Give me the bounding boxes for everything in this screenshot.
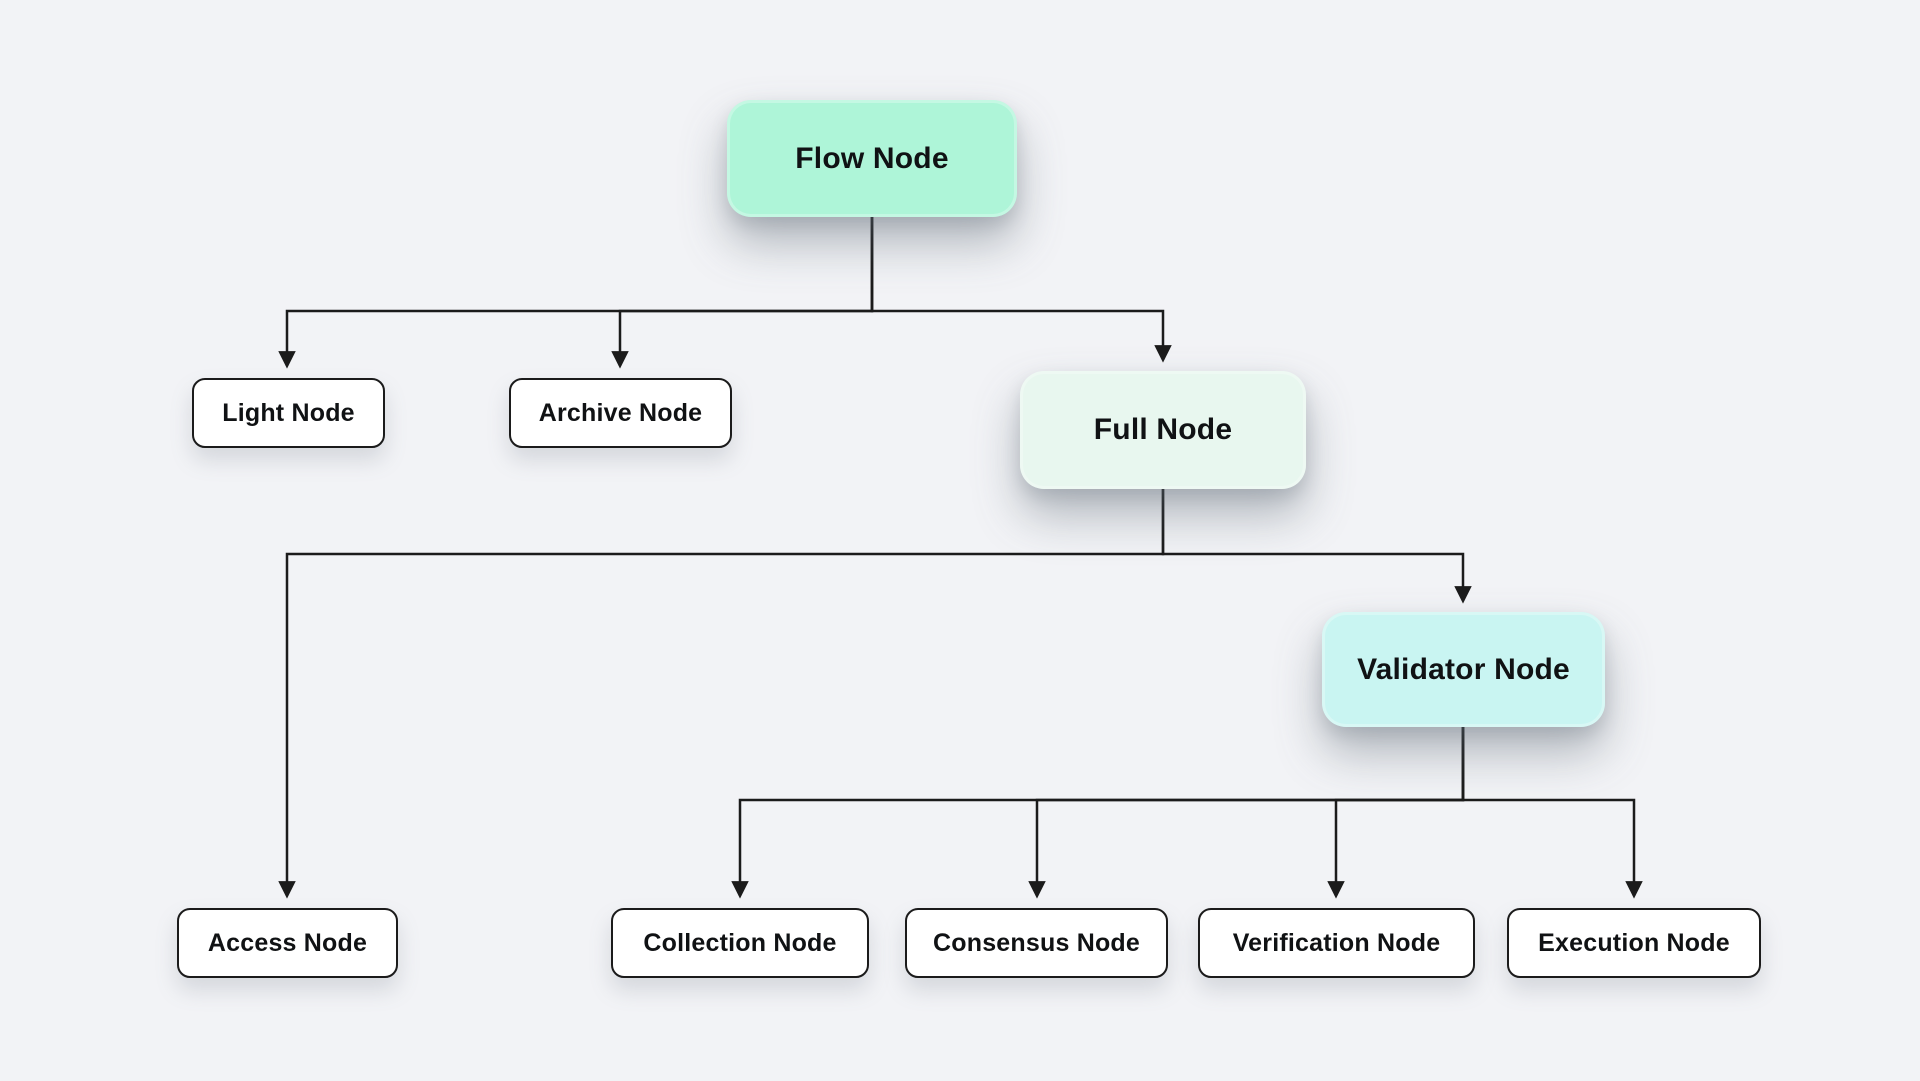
node-flow-label: Flow Node bbox=[795, 141, 949, 175]
node-consensus-label: Consensus Node bbox=[933, 928, 1140, 957]
edge-validator-execution bbox=[1461, 727, 1643, 899]
node-access-label: Access Node bbox=[207, 928, 368, 957]
node-flow: Flow Node bbox=[727, 100, 1017, 217]
node-light: Light Node bbox=[192, 378, 385, 448]
node-full: Full Node bbox=[1020, 371, 1306, 489]
edge-flow-archive bbox=[611, 217, 874, 369]
edge-flow-light bbox=[278, 217, 874, 369]
node-collection-label: Collection Node bbox=[643, 928, 837, 957]
node-full-label: Full Node bbox=[1093, 413, 1233, 446]
node-execution-label: Execution Node bbox=[1538, 928, 1730, 957]
node-light-label: Light Node bbox=[222, 398, 355, 427]
node-access: Access Node bbox=[177, 908, 398, 978]
node-verification: Verification Node bbox=[1198, 908, 1475, 978]
edge-full-validator bbox=[1161, 489, 1472, 604]
node-archive-label: Archive Node bbox=[538, 398, 703, 427]
edge-full-access bbox=[278, 489, 1165, 899]
node-consensus: Consensus Node bbox=[905, 908, 1168, 978]
edge-validator-verification bbox=[1327, 727, 1465, 899]
node-validator: Validator Node bbox=[1322, 612, 1605, 727]
node-execution: Execution Node bbox=[1507, 908, 1761, 978]
node-collection: Collection Node bbox=[611, 908, 869, 978]
node-archive: Archive Node bbox=[509, 378, 732, 448]
edge-validator-consensus bbox=[1028, 727, 1465, 899]
edge-validator-collection bbox=[731, 727, 1465, 899]
node-verification-label: Verification Node bbox=[1232, 928, 1441, 957]
node-validator-label: Validator Node bbox=[1357, 652, 1570, 686]
edge-flow-full bbox=[870, 217, 1172, 363]
